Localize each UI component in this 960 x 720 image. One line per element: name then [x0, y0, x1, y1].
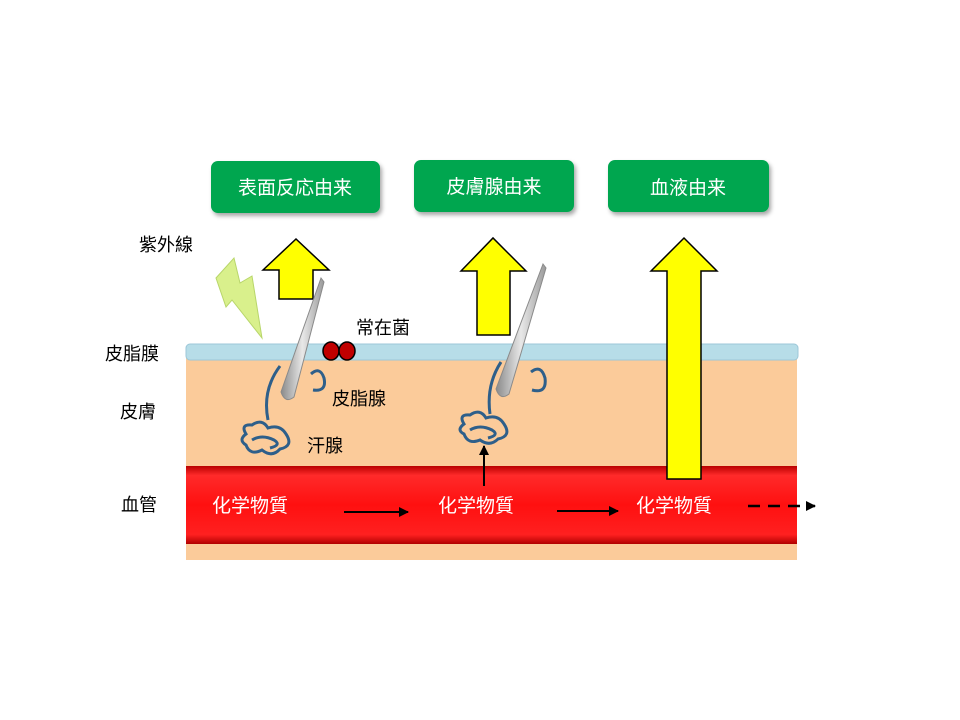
sebaceous-gland-icon — [530, 367, 547, 393]
sweat-duct — [265, 365, 282, 421]
bacteria-icon — [322, 341, 356, 361]
sebum-film-layer — [185, 343, 799, 361]
source-label-gland: 皮膚腺由来 — [446, 176, 541, 198]
up-arrow-blood — [649, 236, 719, 480]
uv-label: 紫外線 — [139, 235, 193, 256]
lightning-icon — [215, 256, 263, 340]
sweat-duct — [487, 361, 503, 415]
sebum-film-label: 皮脂膜 — [105, 344, 159, 365]
blood-vessel-label: 血管 — [121, 495, 157, 516]
source-box-surface — [211, 161, 380, 213]
source-box-gland — [414, 160, 574, 212]
chemical-label-3: 化学物質 — [636, 495, 712, 517]
sebaceous-gland-icon — [310, 369, 326, 392]
hair-icon — [495, 262, 547, 398]
source-box-blood — [608, 160, 769, 212]
hair-icon — [280, 276, 325, 401]
source-label-blood: 血液由来 — [650, 177, 726, 199]
sweat-gland-icon — [240, 420, 291, 456]
up-arrow-gland — [459, 236, 528, 336]
chemical-label-1: 化学物質 — [212, 495, 288, 517]
sebaceous-gland-label: 皮脂腺 — [332, 389, 386, 410]
sweat-gland-label: 汗腺 — [307, 436, 343, 457]
source-label-surface: 表面反応由来 — [238, 177, 352, 199]
sweat-gland-icon — [458, 410, 509, 445]
skin-label: 皮膚 — [120, 402, 156, 423]
up-arrow-surface — [261, 237, 331, 300]
resident-bacteria-label: 常在菌 — [356, 318, 410, 339]
chemical-label-2: 化学物質 — [438, 495, 514, 517]
